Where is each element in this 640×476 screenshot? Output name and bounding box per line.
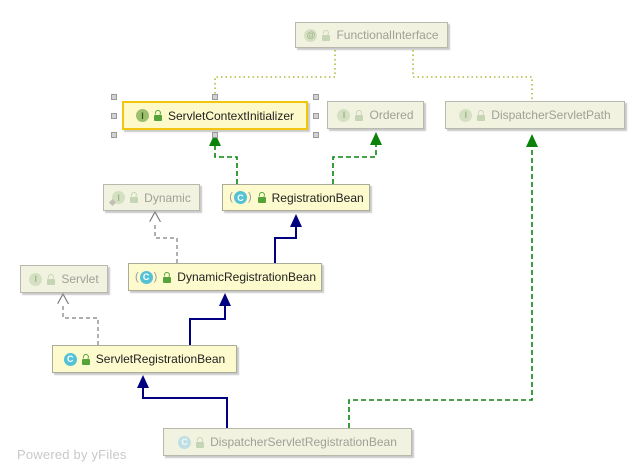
abstract-class-icon: (C) <box>229 191 252 204</box>
unlock-icon <box>81 354 91 365</box>
edge-functional-interface--dispatcher-servlet-path[interactable] <box>412 50 533 99</box>
node-label: ServletRegistrationBean <box>95 352 226 366</box>
selection-handle[interactable] <box>313 94 319 100</box>
selection-handle[interactable] <box>313 132 319 138</box>
unlock-icon <box>195 437 205 448</box>
selection-handle[interactable] <box>111 132 117 138</box>
node-label: Ordered <box>369 108 414 122</box>
node-dispatcher-servlet-path[interactable]: I DispatcherServletPath <box>445 101 625 129</box>
node-dynamic-registration-bean[interactable]: (C) DynamicRegistrationBean <box>128 263 322 291</box>
edge-servlet-registration-bean--servlet[interactable] <box>63 304 99 345</box>
node-dispatcher-servlet-registration-bean[interactable]: C DispatcherServletRegistrationBean <box>163 428 412 456</box>
unlock-icon <box>354 110 364 121</box>
node-ordered[interactable]: I Ordered <box>327 101 424 129</box>
edge-dynamic-registration-bean--dynamic[interactable] <box>155 222 178 263</box>
node-label: ServletContextInitializer <box>167 108 295 123</box>
class-icon: C <box>63 352 77 366</box>
yfiles-watermark: Powered by yFiles <box>17 447 127 462</box>
abstract-class-icon: (C) <box>134 270 158 284</box>
unlock-icon <box>321 30 331 41</box>
node-label: DynamicRegistrationBean <box>177 270 317 284</box>
node-label: DispatcherServletPath <box>491 108 611 122</box>
unlock-icon <box>153 110 163 121</box>
selection-handle[interactable] <box>111 112 117 119</box>
node-dynamic[interactable]: I Dynamic <box>103 184 200 211</box>
interface-icon: I <box>337 108 351 122</box>
edge-functional-interface--servlet-context-initializer[interactable] <box>214 50 336 99</box>
node-servlet-registration-bean[interactable]: C ServletRegistrationBean <box>52 345 237 373</box>
class-icon: C <box>178 435 192 449</box>
annotation-icon: @ <box>304 28 318 42</box>
selection-handle[interactable] <box>111 94 117 100</box>
selection-handle[interactable] <box>313 112 319 119</box>
node-label: DispatcherServletRegistrationBean <box>210 435 397 449</box>
edge-registration-bean--ordered[interactable] <box>332 132 382 184</box>
unlock-icon <box>129 192 139 203</box>
edge-servlet-registration-bean--dynamic-registration-bean[interactable] <box>189 293 231 345</box>
interface-icon: I <box>459 108 473 122</box>
unlock-icon <box>46 274 56 285</box>
node-servlet[interactable]: I Servlet <box>20 265 108 293</box>
node-functional-interface[interactable]: @ FunctionalInterface <box>295 22 448 48</box>
edge-dynamic-registration-bean--registration-bean[interactable] <box>274 214 302 263</box>
node-label: Servlet <box>61 272 99 286</box>
unlock-icon <box>257 192 267 203</box>
unlock-icon <box>476 110 486 121</box>
edge-dispatcher-servlet-registration-bean--dispatcher-servlet-path[interactable] <box>348 134 538 428</box>
inner-interface-icon: I <box>109 191 126 207</box>
interface-icon: I <box>135 109 149 122</box>
selection-handle[interactable] <box>212 132 218 138</box>
interface-icon: I <box>29 272 43 286</box>
node-label: RegistrationBean <box>271 190 364 205</box>
node-servlet-context-initializer[interactable]: I ServletContextInitializer <box>111 94 319 138</box>
unlock-icon <box>162 272 172 283</box>
selection-handle[interactable] <box>212 94 218 100</box>
node-registration-bean[interactable]: (C) RegistrationBean <box>222 184 370 211</box>
node-label: Dynamic <box>144 190 191 205</box>
edge-dispatcher-servlet-registration-bean--servlet-registration-bean[interactable] <box>137 375 228 428</box>
node-label: FunctionalInterface <box>336 28 439 42</box>
